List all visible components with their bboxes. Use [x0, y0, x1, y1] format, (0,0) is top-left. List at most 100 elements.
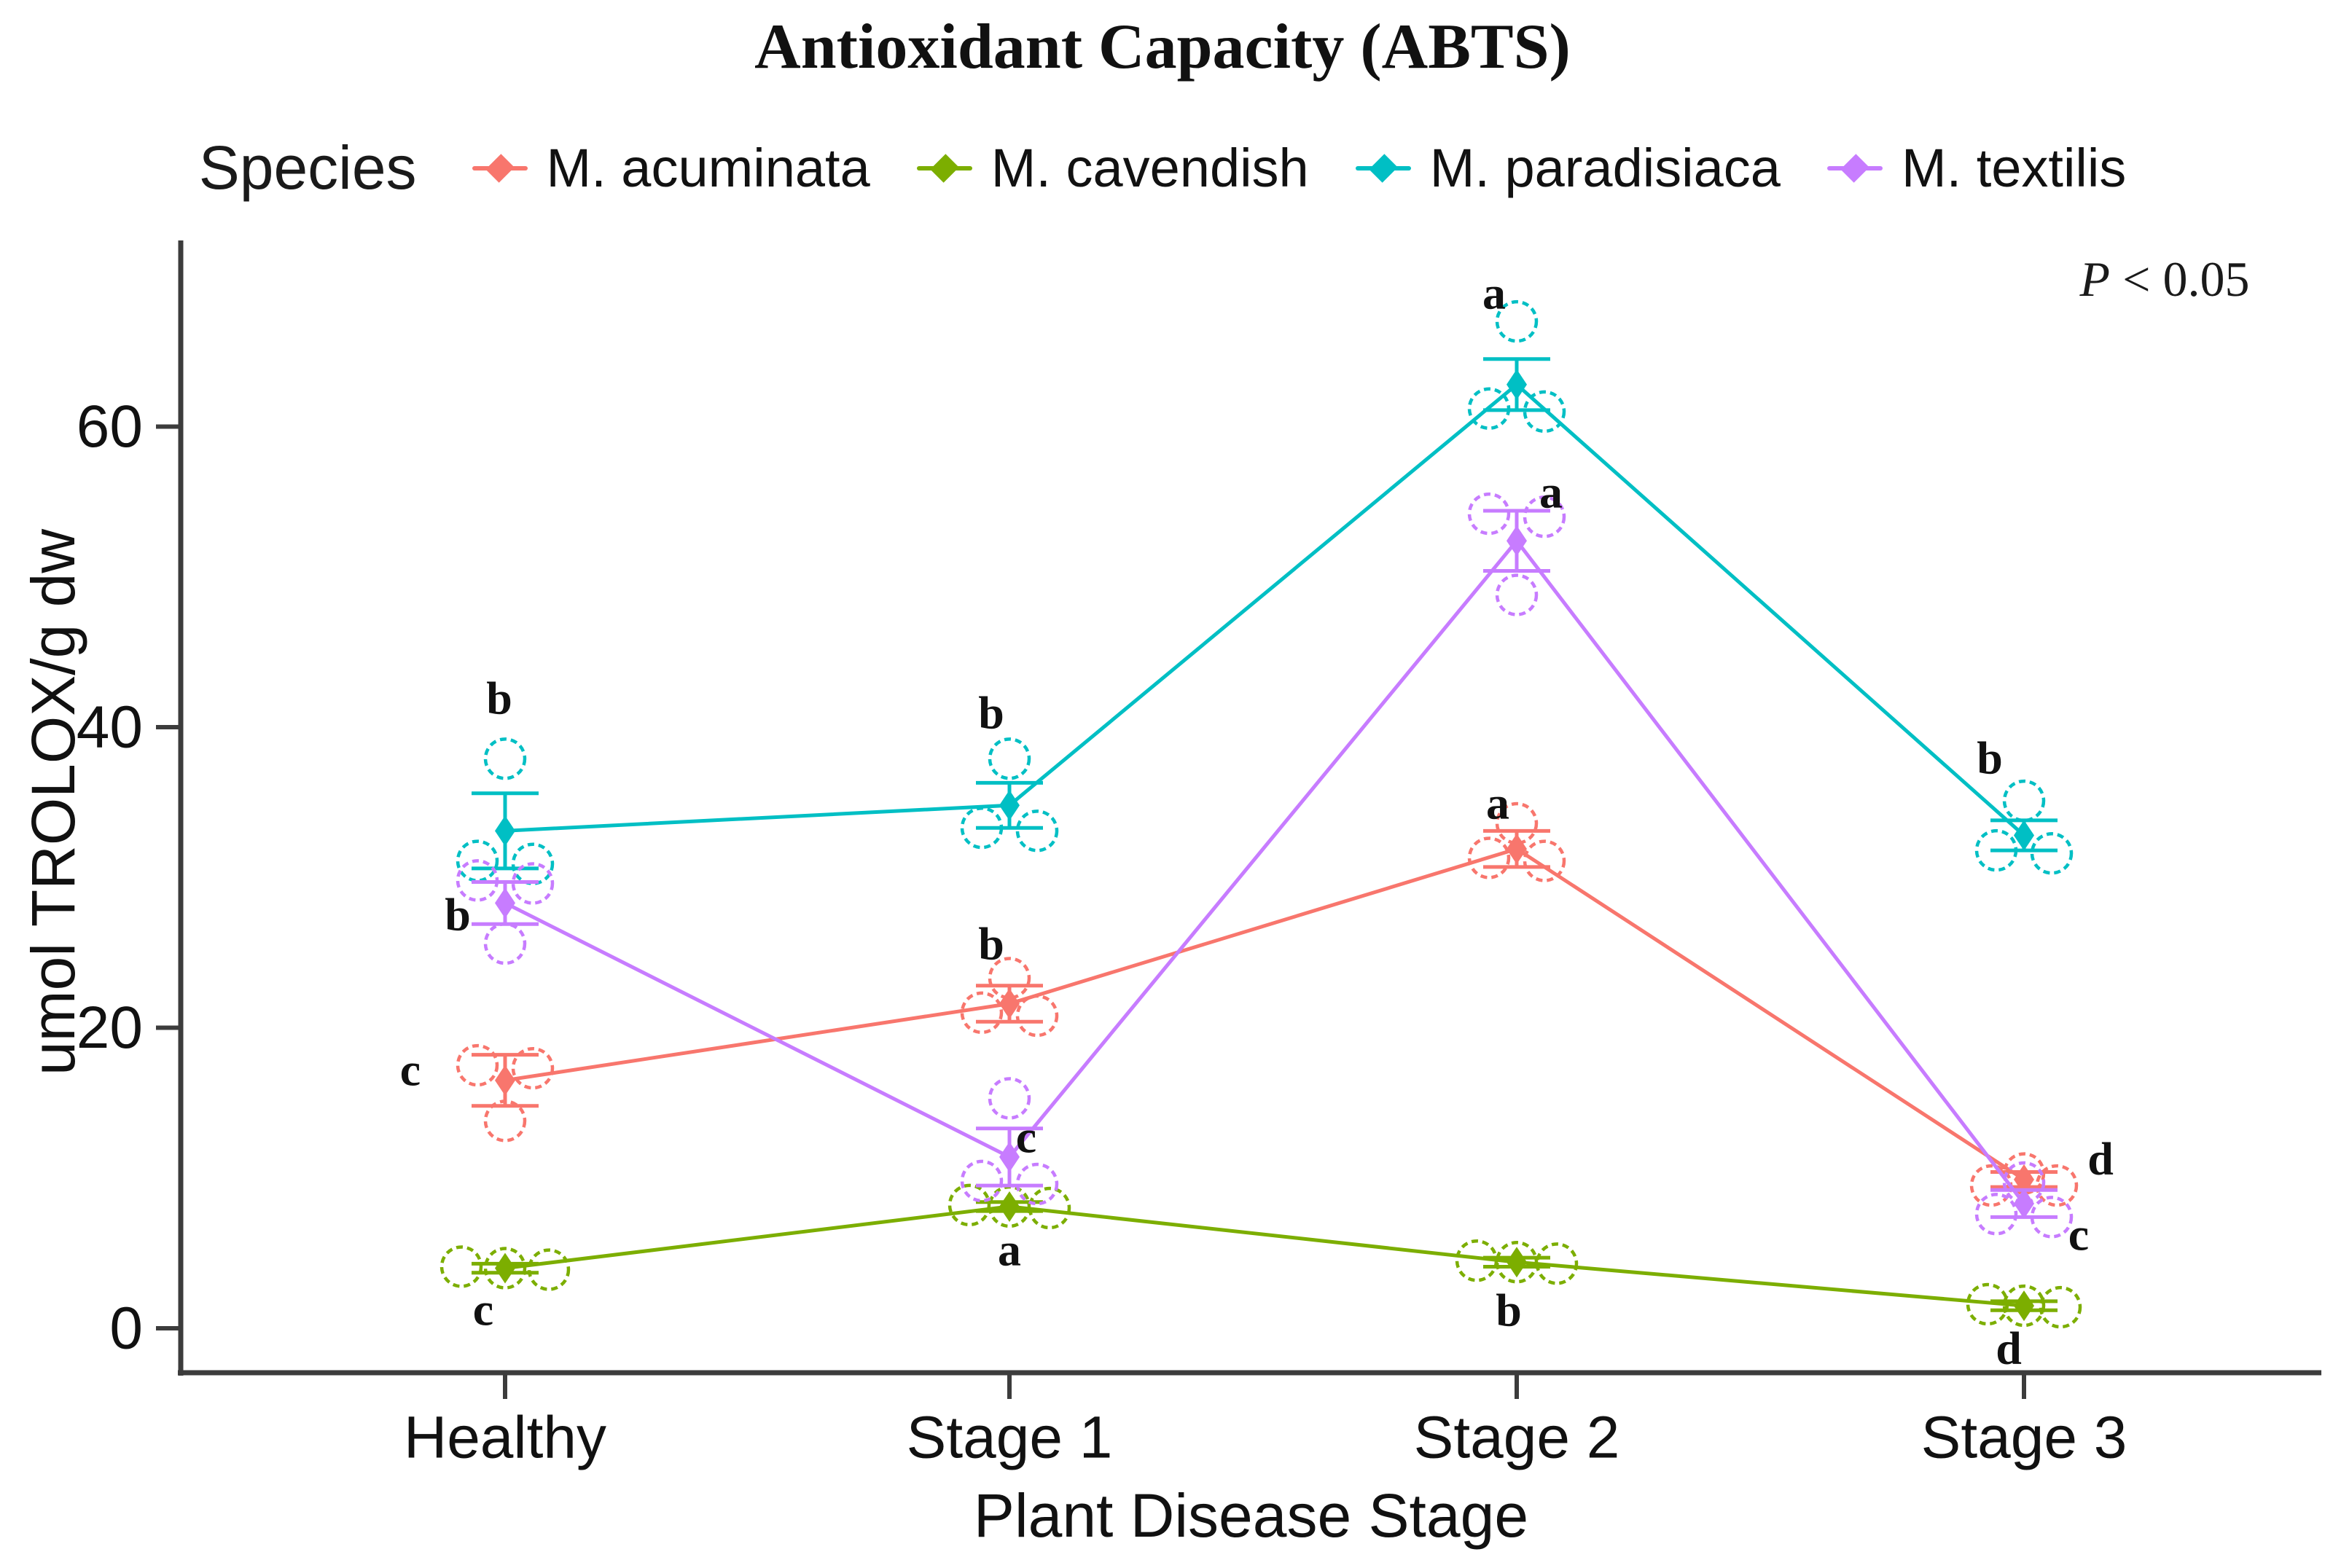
data-point-circle [960, 1159, 1004, 1203]
legend-item-textilis[interactable]: M. textilis [1826, 137, 2127, 199]
data-point-circle [483, 737, 527, 780]
series-M. acuminata [456, 801, 2079, 1207]
series-M. cavendish [439, 1183, 2082, 1329]
legend-title: Species [198, 133, 417, 202]
data-point-circle [2039, 1285, 2082, 1329]
y-tick-label: 20 [77, 995, 143, 1061]
pointrange-marker-icon [1826, 146, 1883, 190]
sig-letter: c [473, 1284, 493, 1336]
legend-item-label: M. cavendish [990, 138, 1309, 198]
mean-diamond-marker [2014, 1290, 2034, 1322]
series-M. textilis [456, 492, 2074, 1239]
sig-letter: a [1539, 466, 1563, 518]
data-point-circle [960, 991, 1004, 1035]
data-point-circle [511, 1046, 555, 1090]
data-point-circle [1467, 836, 1511, 879]
mean-diamond-marker [495, 1065, 515, 1096]
sig-letter: c [400, 1044, 421, 1096]
data-point-circle [960, 806, 1004, 850]
data-point-circle [1495, 801, 1539, 845]
mean-diamond-marker [495, 1253, 515, 1284]
data-point-circle [1523, 839, 1566, 882]
chart-title: Antioxidant Capacity (ABTS) [754, 12, 1571, 82]
data-point-circle [2035, 1164, 2079, 1207]
data-point-circle [1495, 299, 1539, 343]
y-tick-label: 40 [77, 694, 143, 761]
sig-letter: b [445, 889, 471, 941]
x-tick-label: Healthy [404, 1404, 606, 1470]
sig-letter: b [978, 918, 1004, 970]
data-point-circle [483, 922, 527, 965]
sig-letter: d [2087, 1133, 2114, 1185]
sig-letter: c [1016, 1111, 1036, 1163]
data-point-circle [988, 737, 1031, 780]
x-tick-label: Stage 3 [1921, 1404, 2127, 1470]
data-point-circle [947, 1183, 991, 1227]
legend-item-acuminata[interactable]: M. acuminata [472, 137, 870, 199]
x-tick-label: Stage 1 [907, 1404, 1113, 1470]
legend-item-label: M. acuminata [546, 138, 870, 198]
series-M. paradisiaca [456, 299, 2074, 885]
mean-diamond-marker [1507, 834, 1527, 865]
data-point-circle [2002, 1152, 2046, 1195]
p-condition: < 0.05 [2122, 251, 2250, 307]
data-point-circle [1015, 810, 1059, 852]
data-point-circle [1523, 495, 1566, 538]
data-point-circle [2002, 779, 2046, 823]
data-point-circle [1015, 1162, 1059, 1206]
data-point-circle [1974, 1193, 2018, 1236]
data-point-circle [1523, 390, 1566, 434]
mean-diamond-marker [1507, 525, 1527, 557]
data-point-circle [456, 859, 499, 902]
sig-letter: b [486, 673, 512, 724]
data-point-circle [988, 1077, 1031, 1120]
mean-diamond-marker [1507, 1247, 1527, 1278]
legend-item-label: M. textilis [1901, 138, 2127, 198]
legend-item-cavendish[interactable]: M. cavendish [916, 137, 1309, 199]
data-point-circle [527, 1248, 571, 1291]
y-tick-label: 0 [109, 1295, 143, 1362]
x-tick-label: Stage 2 [1414, 1404, 1620, 1470]
data-point-circle [2030, 832, 2074, 875]
mean-diamond-marker [999, 790, 1020, 821]
data-point-circle [1495, 1241, 1539, 1284]
data-point-circle [439, 1245, 483, 1288]
data-point-circle [1495, 573, 1539, 616]
data-point-circle [1535, 1242, 1579, 1285]
mean-diamond-marker [2014, 1188, 2034, 1219]
mean-diamond-marker [999, 1191, 1020, 1222]
legend: Species M. acuminata M. cavendish M. par… [0, 133, 2325, 203]
mean-diamond-marker [999, 1141, 1020, 1172]
data-point-circle [2030, 1196, 2074, 1239]
mean-diamond-marker [495, 815, 515, 847]
data-point-circle [456, 1043, 499, 1087]
y-tick-label: 60 [77, 393, 143, 460]
pointrange-marker-icon [1355, 146, 1411, 190]
data-point-circle [1028, 1186, 1071, 1230]
pointrange-marker-icon [472, 146, 528, 190]
data-point-circle [456, 839, 499, 882]
data-point-circle [1015, 994, 1059, 1038]
data-point-circle [483, 1247, 527, 1290]
data-point-circle [1966, 1282, 2009, 1326]
sig-letter: a [1482, 267, 1506, 319]
mean-diamond-marker [2014, 1164, 2034, 1195]
p-value-annotation: P < 0.05 [2012, 251, 2318, 308]
mean-diamond-marker [495, 887, 515, 919]
data-point-circle [1974, 828, 2018, 872]
data-point-circle [511, 862, 555, 905]
mean-diamond-marker [999, 988, 1020, 1019]
legend-item-paradisiaca[interactable]: M. paradisiaca [1355, 137, 1781, 199]
sig-letter: a [998, 1224, 1021, 1276]
sig-letter: b [978, 687, 1004, 739]
sig-letter: b [1977, 732, 2003, 784]
data-point-circle [1467, 387, 1511, 430]
mean-diamond-marker [1507, 369, 1527, 400]
sig-letter: c [2068, 1209, 2089, 1261]
mean-diamond-marker [2014, 820, 2034, 851]
data-point-circle [511, 842, 555, 885]
data-point-circle [988, 957, 1031, 1000]
